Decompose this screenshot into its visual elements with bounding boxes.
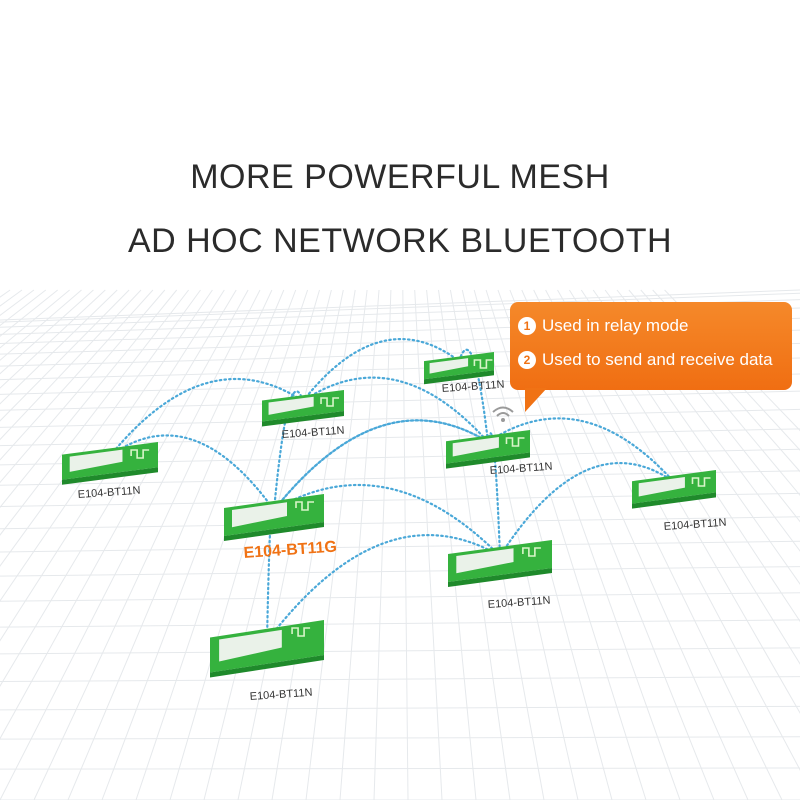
callout-item-text: Used to send and receive data [542,350,773,369]
module-board-edge [632,492,716,509]
module-board-edge [446,452,530,469]
callout-item-relay: 1 Used in relay mode [518,316,688,336]
title-line-2: AD HOC NETWORK BLUETOOTH [127,222,673,260]
module-label: E104-BT11N [487,595,551,611]
module-shield [268,396,314,415]
module-board-edge [448,568,552,587]
module-shield [456,548,514,574]
module-shield [219,629,282,662]
antenna-trace [320,397,340,407]
mesh-link-7 [486,417,676,484]
module-node: E104-BT11N [632,470,727,533]
module-shield [232,502,287,528]
mesh-link-9 [272,483,502,558]
module-board-edge [62,467,158,485]
mesh-link-11 [498,461,676,558]
antenna-trace [691,477,711,487]
number-badge: 2 [518,351,536,369]
antenna-trace [473,359,493,369]
module-board-edge [210,655,324,678]
number-badge: 1 [518,317,536,335]
mesh-link-5 [457,348,490,444]
antenna-trace [291,627,311,637]
module-label: E104-BT11N [489,461,553,477]
info-callout: 1 Used in relay mode 2 Used to send and … [510,302,792,390]
module-label: E104-BT11N [441,379,505,395]
mesh-link-3 [301,376,490,444]
mesh-link-13 [272,419,490,512]
mesh-link-12 [265,534,502,643]
module-node: E104-BT11N [210,620,324,703]
module-node: E104-BT11N [424,352,505,395]
module-board-edge [224,522,324,541]
callout-item-text: Used in relay mode [542,316,689,335]
module-label: E104-BT11G [243,539,337,562]
module-node: E104-BT11N [62,442,158,501]
module-shield [638,477,685,497]
module-board-edge [424,370,494,385]
antenna-trace [130,449,150,459]
antenna-trace [295,501,314,511]
mesh-links [108,338,676,643]
module-node: E104-BT11N [262,390,345,441]
module-shield [69,449,123,472]
module-nodes: E104-BT11N E104-BT11N E104-BT11N E104-BT11N… [62,352,727,703]
title-line-1: MORE POWERFUL MESH [190,158,610,196]
module-board-edge [262,411,344,427]
module-label: E104-BT11N [77,485,141,501]
module-label: E104-BT11N [663,517,727,533]
module-label: E104-BT11N [281,425,345,441]
antenna-trace [522,547,541,557]
module-shield [429,358,469,374]
module-node: E104-BT11N [446,430,553,477]
module-node: E104-BT11N [448,540,552,611]
callout-tail [525,388,547,412]
antenna-trace [505,437,525,447]
mesh-link-0 [108,378,305,458]
mesh-link-8 [486,432,502,558]
callout-item-data: 2 Used to send and receive data [518,350,773,370]
mesh-link-1 [108,434,276,512]
module-node: E104-BT11G [224,494,337,562]
module-label: E104-BT11N [249,687,313,703]
wifi-signal-icon [492,406,514,422]
mesh-link-2 [301,338,461,403]
module-shield [452,437,499,457]
